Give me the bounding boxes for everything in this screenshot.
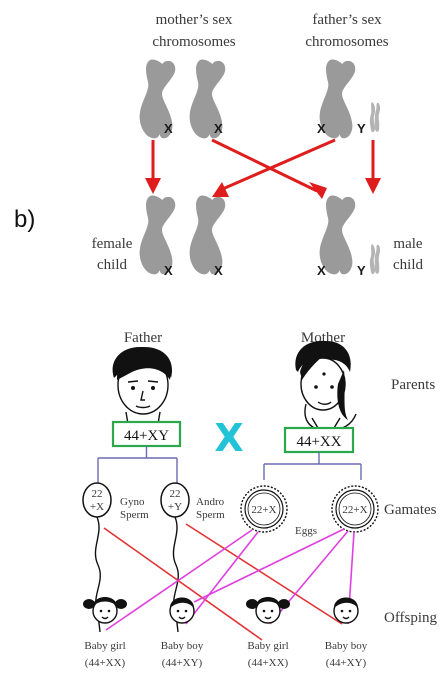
baby-boy-2-icon xyxy=(333,597,359,624)
magenta-line-egg-2-to-boy-1 xyxy=(193,528,345,603)
male-child-x-label: X xyxy=(317,263,326,278)
egg-1: 22+X xyxy=(240,485,288,533)
mother-x-label-1: X xyxy=(164,121,173,136)
baby-boy-1-icon xyxy=(169,597,195,624)
sperm-y-text-1: 22 xyxy=(170,488,181,500)
male-child-y-chromosome xyxy=(369,244,381,275)
male-child-y-label: Y xyxy=(357,263,366,278)
father-y-label: Y xyxy=(357,121,366,136)
offspring-2-karyotype: (44+XY) xyxy=(162,657,203,669)
offspring-3-name: Baby girl xyxy=(247,640,288,652)
baby-girl-1-icon xyxy=(83,597,127,624)
father-y-chromosome xyxy=(369,102,381,133)
mother-heading-line2: chromosomes xyxy=(152,34,235,50)
sperm-y-text-2: +Y xyxy=(168,501,182,513)
mother-karyotype: 44+XX xyxy=(296,434,341,450)
eggs-label: Eggs xyxy=(295,525,317,537)
female-child-line2: child xyxy=(97,257,127,273)
sperm-y: 22 +Y xyxy=(160,482,190,633)
andro-label-line1: Andro xyxy=(196,496,225,508)
row-label-offspring: Offsping xyxy=(384,610,438,626)
offspring-3-karyotype: (44+XX) xyxy=(248,657,289,669)
egg-1-text: 22+X xyxy=(251,504,276,516)
father-label: Father xyxy=(124,330,162,346)
female-child-x-label-2: X xyxy=(214,263,223,278)
inheritance-arrows xyxy=(145,138,381,199)
baby-girl-2-icon xyxy=(246,597,290,624)
egg-2: 22+X xyxy=(331,485,379,533)
arrowhead-mother-to-female xyxy=(145,178,161,194)
inheritance-chart: Father Mother Parents xyxy=(82,330,438,669)
magenta-line-egg-1-to-girl-1 xyxy=(105,529,253,631)
arrowhead-father-to-female xyxy=(212,182,229,197)
father-heading-line1: father’s sex xyxy=(312,12,382,28)
father-heading-line2: chromosomes xyxy=(305,34,388,50)
sperm-x-text-2: +X xyxy=(90,501,104,513)
male-child-line1: male xyxy=(393,236,422,252)
gyno-label-line1: Gyno xyxy=(120,496,145,508)
mother-face-icon xyxy=(295,340,357,431)
arrowhead-father-y-to-male xyxy=(365,178,381,194)
female-child-x-label-1: X xyxy=(164,263,173,278)
offspring-1-karyotype: (44+XX) xyxy=(85,657,126,669)
father-karyotype: 44+XY xyxy=(124,428,169,444)
part-b: b) mother’s sex chromosomes father’s sex… xyxy=(14,12,423,278)
arrowhead-mother-to-male xyxy=(309,182,327,199)
fertilization-lines xyxy=(103,523,355,641)
female-child-line1: female xyxy=(92,236,133,252)
part-b-label: b) xyxy=(14,206,35,233)
male-child-line2: child xyxy=(393,257,423,273)
magenta-line-egg-1-to-boy-1 xyxy=(185,531,259,625)
sperm-x-text-1: 22 xyxy=(92,488,103,500)
arrow-father-x-to-female xyxy=(217,138,336,193)
row-label-parents: Parents xyxy=(391,377,435,393)
offspring-4-karyotype: (44+XY) xyxy=(326,657,367,669)
offspring-2-name: Baby boy xyxy=(161,640,204,652)
cross-symbol: X xyxy=(214,416,243,460)
red-line-sperm-x-to-girl-2 xyxy=(103,527,263,641)
mother-heading-line1: mother’s sex xyxy=(156,12,233,28)
offspring-1-name: Baby girl xyxy=(84,640,125,652)
father-x-label: X xyxy=(317,121,326,136)
father-face-icon xyxy=(112,346,173,425)
family-tree-connectors xyxy=(97,446,362,484)
egg-2-text: 22+X xyxy=(342,504,367,516)
gyno-label-line2: Sperm xyxy=(120,509,149,521)
red-line-sperm-y-to-boy-2 xyxy=(185,523,343,625)
row-label-gamates: Gamates xyxy=(384,502,437,518)
andro-label-line2: Sperm xyxy=(196,509,225,521)
arrow-mother-to-male xyxy=(211,138,318,193)
mother-x-label-2: X xyxy=(214,121,223,136)
offspring-4-name: Baby boy xyxy=(325,640,368,652)
